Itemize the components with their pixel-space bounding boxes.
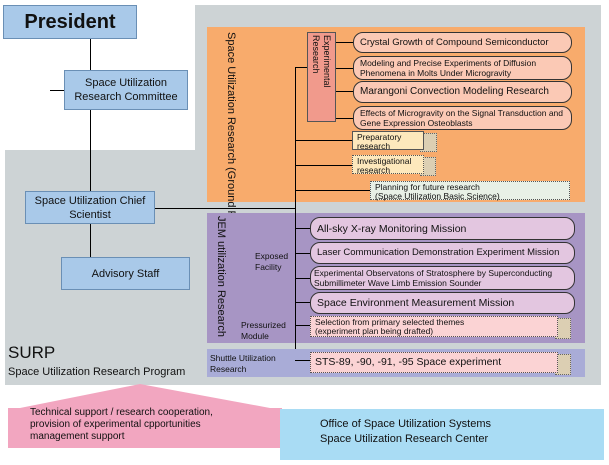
pressurized-module-label: Pressurized Module xyxy=(241,320,286,341)
surp-subtitle: Space Utilization Research Program xyxy=(8,366,186,378)
mission-item: Experimental Observatons of Stratosphere… xyxy=(310,266,575,290)
mission-item: Space Environment Measurement Mission xyxy=(310,292,575,314)
president-box: President xyxy=(3,5,137,39)
experiment-item: Modeling and Precise Experiments of Diff… xyxy=(353,56,572,80)
mission-item: All-sky X-ray Monitoring Mission xyxy=(310,217,575,240)
surp-title: SURP xyxy=(8,343,56,362)
experimental-research-box: Experimental Research xyxy=(307,32,336,122)
office-box: Office of Space Utilization Systems Spac… xyxy=(280,409,604,460)
jem-title: JEM utilization Research xyxy=(215,216,227,338)
preparatory-research-box: Preparatory research xyxy=(352,131,424,151)
shuttle-label: Shuttle Utilization Research xyxy=(210,353,276,374)
support-text: Technical support / research cooperation… xyxy=(30,407,213,442)
chief-scientist-box: Space Utilization Chief Scientist xyxy=(25,191,155,224)
experiment-item: Effects of Microgravity on the Signal Tr… xyxy=(353,106,572,130)
shuttle-experiment-box: STS-89, -90, -91, -95 Space experiment xyxy=(310,352,558,373)
selection-box: Selection from primary selected themes (… xyxy=(310,316,558,337)
mission-item: Laser Communication Demonstration Experi… xyxy=(310,242,575,264)
experiment-item: Marangoni Convection Modeling Research xyxy=(353,81,572,103)
ground-research-title: Space Utilization Research (Ground Resea… xyxy=(225,32,237,262)
exposed-facility-label: Exposed Facility xyxy=(255,251,289,272)
investigational-research-box: Investigational research xyxy=(352,155,424,175)
committee-box: Space Utilization Research Committee xyxy=(64,70,188,110)
support-arrow-icon xyxy=(8,384,282,448)
planning-research-box: Planning for future research (Space Util… xyxy=(370,181,570,201)
advisory-staff-box: Advisory Staff xyxy=(61,257,190,290)
experiment-item: Crystal Growth of Compound Semiconductor xyxy=(353,32,572,53)
